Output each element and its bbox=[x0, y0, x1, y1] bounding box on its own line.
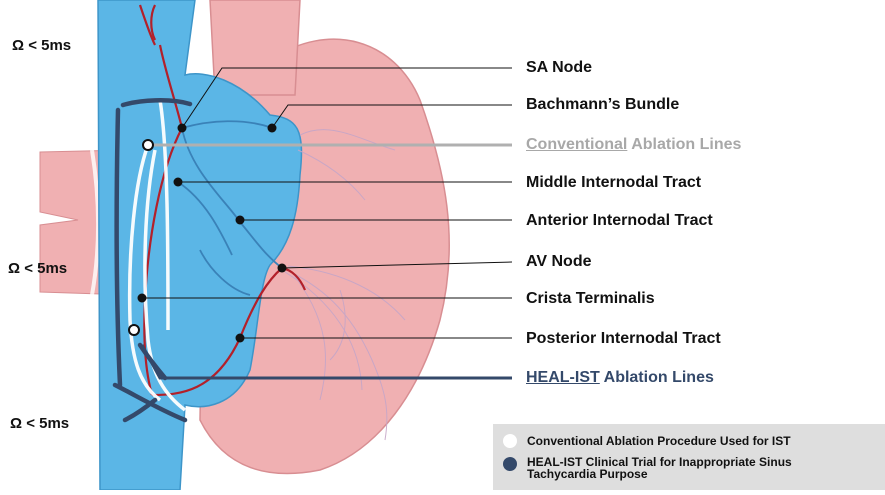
label-anterior-internodal: Anterior Internodal Tract bbox=[526, 212, 713, 230]
label-bachmann: Bachmann’s Bundle bbox=[526, 96, 679, 114]
legend-dot-conventional bbox=[503, 434, 517, 448]
conventional-rest-text: Ablation Lines bbox=[627, 136, 741, 153]
label-posterior-internodal: Posterior Internodal Tract bbox=[526, 330, 721, 348]
heal-link-text: HEAL-IST bbox=[526, 369, 600, 386]
legend: Conventional Ablation Procedure Used for… bbox=[493, 424, 885, 490]
legend-item-conventional: Conventional Ablation Procedure Used for… bbox=[503, 433, 791, 448]
label-av-node: AV Node bbox=[526, 253, 591, 271]
measurement-bottom: Ω < 5ms bbox=[10, 415, 69, 432]
heal-rest-text: Ablation Lines bbox=[600, 369, 714, 386]
legend-dot-heal bbox=[503, 457, 517, 471]
measurement-middle: Ω < 5ms bbox=[8, 260, 67, 277]
label-heal-ist: HEAL-IST Ablation Lines bbox=[526, 369, 714, 387]
measurement-top: Ω < 5ms bbox=[12, 37, 71, 54]
conventional-link-text: Conventional bbox=[526, 136, 627, 153]
legend-item-heal: HEAL-IST Clinical Trial for Inappropriat… bbox=[503, 456, 857, 480]
label-sa-node: SA Node bbox=[526, 59, 592, 77]
legend-text-conventional: Conventional Ablation Procedure Used for… bbox=[527, 435, 791, 447]
conventional-marker bbox=[143, 140, 153, 150]
legend-text-heal: HEAL-IST Clinical Trial for Inappropriat… bbox=[527, 456, 857, 480]
label-conventional: Conventional Ablation Lines bbox=[526, 136, 741, 154]
label-crista: Crista Terminalis bbox=[526, 290, 655, 308]
label-middle-internodal: Middle Internodal Tract bbox=[526, 174, 701, 192]
heal-marker bbox=[129, 325, 139, 335]
